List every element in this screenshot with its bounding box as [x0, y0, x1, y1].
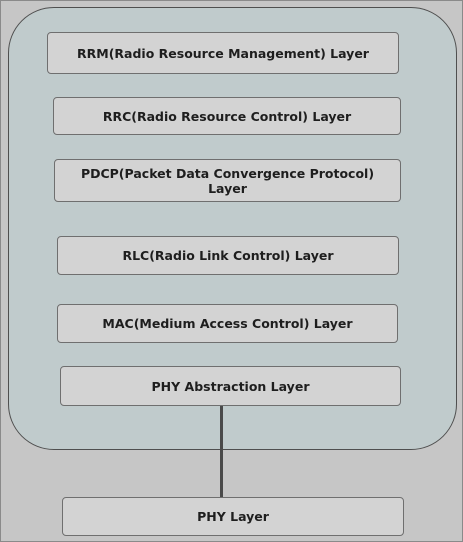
rlc-layer-box: RLC(Radio Link Control) Layer — [57, 236, 399, 275]
rrm-layer-label: RRM(Radio Resource Management) Layer — [77, 45, 369, 61]
mac-layer-box: MAC(Medium Access Control) Layer — [57, 304, 398, 343]
phy-connector-line — [220, 406, 223, 498]
rrm-layer-box: RRM(Radio Resource Management) Layer — [47, 32, 399, 74]
phy-abstraction-layer-label: PHY Abstraction Layer — [151, 378, 310, 394]
pdcp-layer-box: PDCP(Packet Data Convergence Protocol) L… — [54, 159, 401, 202]
rlc-layer-label: RLC(Radio Link Control) Layer — [122, 248, 334, 263]
phy-layer-box: PHY Layer — [62, 497, 404, 536]
pdcp-layer-label-line1: PDCP(Packet Data Convergence Protocol) — [80, 165, 375, 181]
rrc-layer-label: RRC(Radio Resource Control) Layer — [102, 108, 352, 124]
phy-layer-label: PHY Layer — [197, 509, 269, 524]
mac-layer-label: MAC(Medium Access Control) Layer — [102, 316, 353, 331]
rrc-layer-box: RRC(Radio Resource Control) Layer — [53, 97, 401, 135]
pdcp-layer-label-line2: Layer — [208, 180, 247, 196]
phy-abstraction-layer-box: PHY Abstraction Layer — [60, 366, 401, 406]
